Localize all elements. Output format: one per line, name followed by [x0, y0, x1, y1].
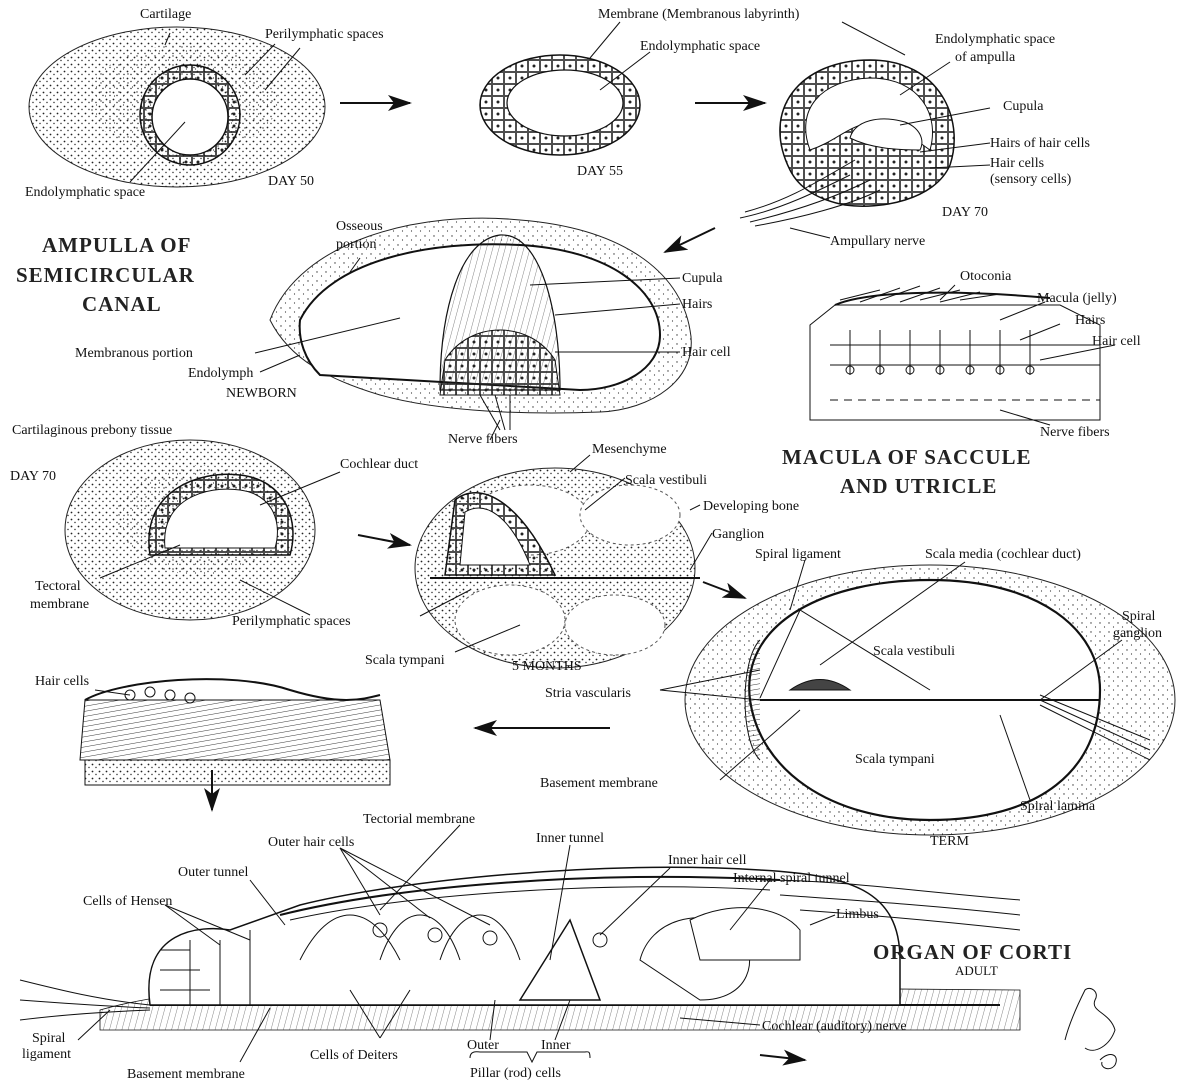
- label-limbus: Limbus: [836, 907, 879, 922]
- label-macula-jelly: Macula (jelly): [1037, 291, 1117, 306]
- label-outer-hair-cells: Outer hair cells: [268, 835, 354, 850]
- label-ganglion: Ganglion: [712, 527, 764, 542]
- label-perilymphatic-spaces-2: Perilymphatic spaces: [232, 614, 351, 629]
- label-cells-of-deiters: Cells of Deiters: [310, 1048, 398, 1063]
- label-spiral-ganglion-2: ganglion: [1113, 626, 1162, 641]
- stage-newborn: NEWBORN: [226, 386, 297, 401]
- label-inner: Inner: [541, 1038, 571, 1053]
- arrow-day70-to-5months: [358, 535, 410, 545]
- macula-drawing: [810, 286, 1100, 420]
- day70-cochlea-drawing: [65, 440, 315, 620]
- label-spiral-ganglion-1: Spiral: [1122, 609, 1156, 624]
- label-endolymphatic-space-2: Endolymphatic space: [640, 39, 760, 54]
- label-sensory-cells: (sensory cells): [990, 172, 1072, 187]
- label-scala-vestibuli-1: Scala vestibuli: [625, 473, 707, 488]
- label-spiral-ligament-1: Spiral ligament: [755, 547, 841, 562]
- label-inner-tunnel: Inner tunnel: [536, 831, 604, 846]
- label-osseous-2: portion: [336, 237, 376, 252]
- label-scala-vestibuli-2: Scala vestibuli: [873, 644, 955, 659]
- label-outer: Outer: [467, 1038, 499, 1053]
- arrow-day70-to-newborn: [665, 228, 715, 252]
- label-mesenchyme: Mesenchyme: [592, 442, 667, 457]
- label-developing-bone: Developing bone: [703, 499, 799, 514]
- label-membranous-portion: Membranous portion: [75, 346, 193, 361]
- label-hairs-of-hair-cells: Hairs of hair cells: [990, 136, 1090, 151]
- label-cartilage: Cartilage: [140, 7, 191, 22]
- label-endolymph: Endolymph: [188, 366, 253, 381]
- organ-of-corti-drawing: [20, 867, 1020, 1030]
- label-otoconia: Otoconia: [960, 269, 1012, 284]
- day50-drawing: [29, 27, 325, 187]
- stage-term: TERM: [930, 834, 969, 849]
- label-scala-tympani-2: Scala tympani: [855, 752, 935, 767]
- label-hairs-2: Hairs: [1075, 313, 1105, 328]
- label-inner-hair-cell: Inner hair cell: [668, 853, 747, 868]
- label-cupula-2: Cupula: [682, 271, 723, 286]
- label-endolymphatic-ampulla-2: of ampulla: [955, 50, 1016, 65]
- label-cells-of-hensen: Cells of Hensen: [83, 894, 172, 909]
- label-cochlear-duct: Cochlear duct: [340, 457, 418, 472]
- title-macula-1: MACULA OF SACCULE: [782, 445, 1032, 469]
- label-endolymphatic-space-1: Endolymphatic space: [25, 185, 145, 200]
- stage-day70-mid: DAY 70: [10, 469, 56, 484]
- label-membrane: Membrane (Membranous labyrinth): [598, 7, 800, 22]
- title-macula-2: AND UTRICLE: [840, 474, 997, 498]
- stage-day70-top: DAY 70: [942, 205, 988, 220]
- label-pillar-cells: Pillar (rod) cells: [470, 1066, 561, 1081]
- label-hair-cell-1: Hair cell: [682, 345, 731, 360]
- label-spiral-ligament-2a: Spiral: [32, 1031, 66, 1046]
- label-tectoral-1: Tectoral: [35, 579, 81, 594]
- label-scala-media: Scala media (cochlear duct): [925, 547, 1081, 562]
- label-internal-spiral-tunnel: Internal spiral tunnel: [733, 871, 850, 886]
- title-ampulla-2: SEMICIRCULAR: [16, 263, 195, 287]
- label-nerve-fibers-2: Nerve fibers: [1040, 425, 1110, 440]
- label-nerve-fibers-1: Nerve fibers: [448, 432, 518, 447]
- title-corti: ORGAN OF CORTI: [873, 940, 1072, 964]
- title-ampulla-3: CANAL: [82, 292, 162, 316]
- label-hair-cell-2: Hair cell: [1092, 334, 1141, 349]
- label-basement-membrane-2: Basement membrane: [127, 1067, 245, 1082]
- label-ampullary-nerve: Ampullary nerve: [830, 234, 925, 249]
- label-basement-membrane-1: Basement membrane: [540, 776, 658, 791]
- label-tectoral-2: membrane: [30, 597, 89, 612]
- newborn-ampulla-drawing: [270, 218, 691, 430]
- label-cartilaginous: Cartilaginous prebony tissue: [12, 423, 172, 438]
- label-osseous-1: Osseous: [336, 219, 383, 234]
- day55-drawing: [480, 55, 640, 155]
- arrow-5months-to-term: [703, 582, 745, 598]
- label-cochlear-nerve: Cochlear (auditory) nerve: [762, 1019, 907, 1034]
- pillar-brace: [470, 1052, 590, 1062]
- label-hair-cells-2: Hair cells: [35, 674, 89, 689]
- label-spiral-lamina: Spiral lamina: [1020, 799, 1096, 814]
- label-endolymphatic-ampulla-1: Endolymphatic space: [935, 32, 1055, 47]
- label-perilymphatic-spaces-1: Perilymphatic spaces: [265, 27, 384, 42]
- label-stria-vascularis: Stria vascularis: [545, 686, 631, 701]
- label-spiral-ligament-2b: ligament: [22, 1047, 71, 1062]
- label-tectorial-membrane: Tectorial membrane: [363, 812, 475, 827]
- five-months-drawing: [415, 468, 700, 668]
- label-cupula-1: Cupula: [1003, 99, 1044, 114]
- label-outer-tunnel: Outer tunnel: [178, 865, 248, 880]
- signature: [1065, 988, 1116, 1068]
- day70-ampulla-drawing: [740, 60, 954, 226]
- stage-day55: DAY 55: [577, 164, 623, 179]
- title-corti-sub: ADULT: [955, 963, 998, 978]
- stage-day50: DAY 50: [268, 174, 314, 189]
- title-ampulla-1: AMPULLA OF: [42, 233, 191, 257]
- arrow-corti-exit: [760, 1055, 805, 1060]
- stage-5months: 5 MONTHS: [512, 659, 582, 674]
- label-scala-tympani-1: Scala tympani: [365, 653, 445, 668]
- label-hair-cells-1: Hair cells: [990, 156, 1044, 171]
- label-hairs-1: Hairs: [682, 297, 712, 312]
